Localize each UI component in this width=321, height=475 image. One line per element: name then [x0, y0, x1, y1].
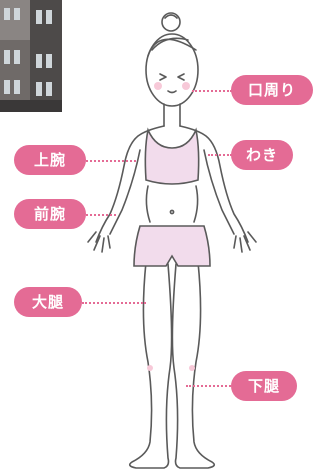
leader-line-lower-leg [186, 385, 234, 387]
leader-line-forearm [86, 214, 116, 216]
label-thigh: 大腿 [14, 287, 82, 317]
sports-bra [144, 127, 200, 185]
leader-line-upper-arm [86, 160, 136, 162]
leader-line-underarm [208, 154, 232, 156]
label-upper-arm: 上腕 [14, 145, 86, 175]
building-photo [0, 0, 62, 112]
shorts [133, 225, 211, 267]
leader-line-thigh [82, 302, 146, 304]
label-underarm: わき [231, 140, 293, 170]
leader-line-mouth [192, 90, 232, 92]
label-lower-leg: 下腿 [231, 371, 297, 401]
label-forearm: 前腕 [14, 199, 86, 229]
label-mouth: 口周り [231, 75, 313, 105]
